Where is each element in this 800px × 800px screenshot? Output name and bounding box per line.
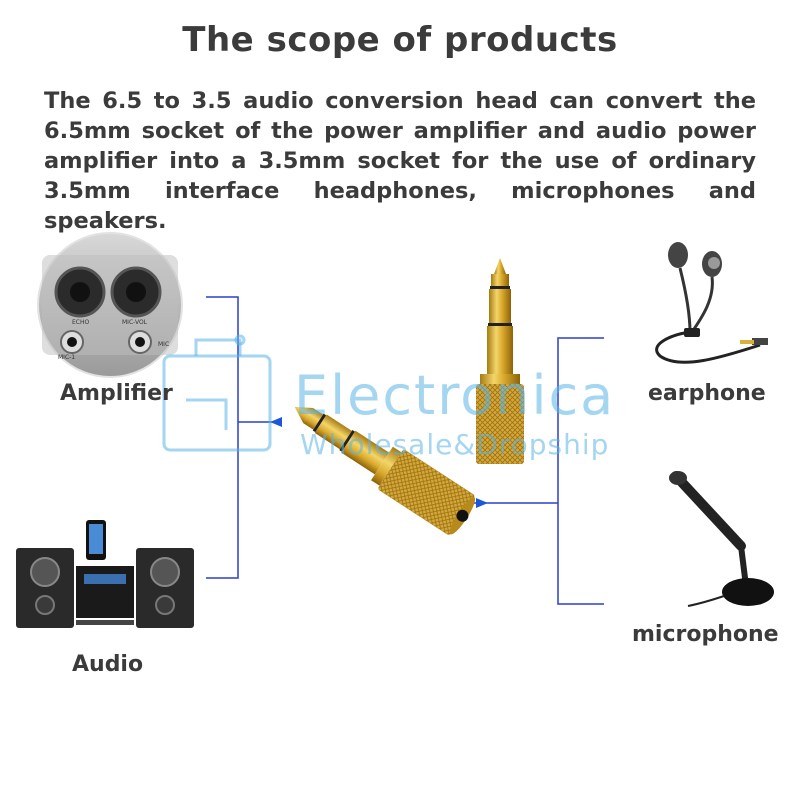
amp-mic1-label: MIC-1 — [58, 354, 75, 361]
description-text: The 6.5 to 3.5 audio conversion head can… — [44, 88, 756, 234]
watermark-brand: Electronica — [294, 364, 616, 427]
amplifier-image: ECHO MIC-VOL MIC-1 MIC — [37, 232, 183, 378]
page-title: The scope of products — [182, 20, 618, 60]
amp-micvol-label: MIC-VOL — [122, 319, 148, 326]
right-connector-lines — [468, 337, 604, 605]
audio-system-image — [16, 520, 194, 628]
microphone-image — [669, 471, 774, 607]
amp-echo-label: ECHO — [72, 319, 89, 326]
microphone-label: microphone — [632, 622, 779, 647]
audio-label: Audio — [72, 652, 144, 677]
adapter-vertical-image — [476, 258, 524, 464]
amplifier-label: Amplifier — [60, 381, 173, 406]
amp-mic2-label: MIC — [158, 341, 169, 348]
earphone-label: earphone — [648, 381, 766, 406]
watermark-logo-icon — [162, 334, 272, 452]
right-arrow-icon — [476, 498, 488, 508]
earphone-image — [655, 242, 768, 364]
watermark-tagline: Wholesale&Dropship — [300, 428, 610, 461]
adapter-diagonal-image — [294, 406, 476, 535]
left-arrow-icon — [270, 417, 282, 427]
left-connector-lines — [206, 296, 282, 579]
